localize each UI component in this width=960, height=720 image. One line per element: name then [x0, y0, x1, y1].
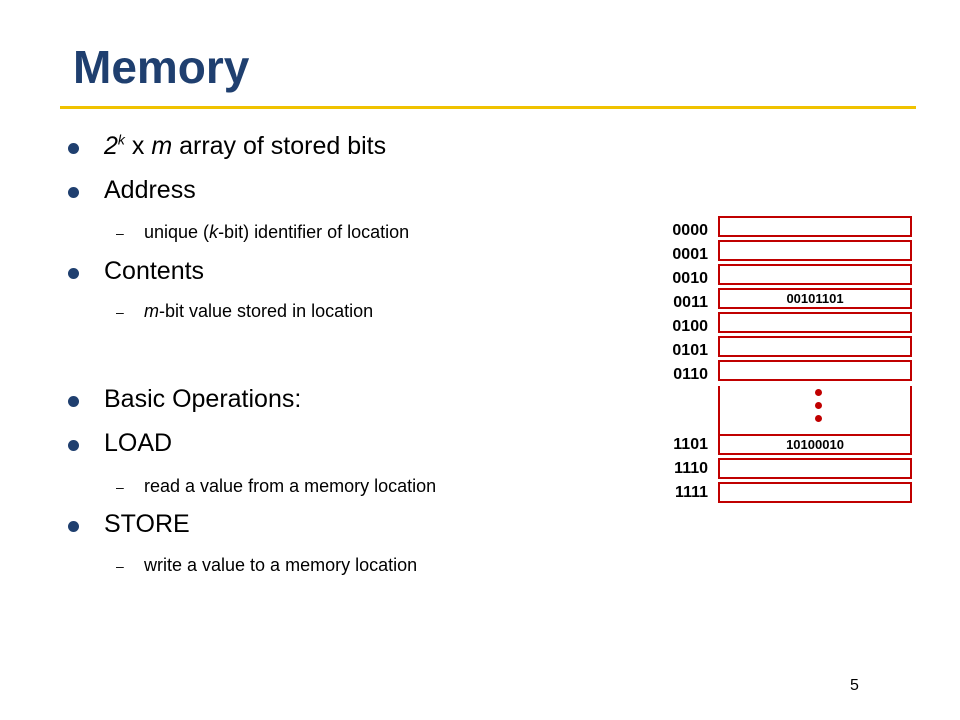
address-label: 0100 [672, 318, 708, 335]
memory-cell [718, 264, 912, 285]
ellipsis-dot [815, 402, 822, 409]
memory-cell [718, 336, 912, 357]
address-label: 0011 [673, 294, 708, 311]
page-number: 5 [850, 677, 859, 694]
memory-cell [718, 458, 912, 479]
sub-bullet-store-text: write a value to a memory location [144, 555, 418, 575]
memory-gap [718, 386, 912, 434]
bullet-dot-icon [68, 521, 79, 532]
slide-title: Memory [73, 41, 250, 93]
address-label: 0000 [672, 222, 708, 239]
memory-cell [718, 216, 912, 237]
bullet-basic-ops-label: Basic Operations: [104, 385, 302, 413]
dash-icon: – [116, 225, 124, 241]
bullet-address-label: Address [104, 176, 196, 204]
bullet-dot-icon [68, 396, 79, 407]
bullet-dot-icon [68, 440, 79, 451]
dash-icon: – [116, 479, 124, 495]
address-label: 0110 [673, 366, 708, 383]
address-label: 1101 [673, 436, 708, 453]
ellipsis-dot [815, 389, 822, 396]
memory-cell [718, 312, 912, 333]
address-label: 0001 [672, 246, 708, 263]
array-m: m [151, 132, 173, 160]
contents-sub-m: m [144, 301, 159, 321]
bullet-contents-label: Contents [104, 257, 205, 285]
address-label: 1111 [675, 484, 708, 501]
sub-bullet-address-text: unique (k-bit) identifier of location [144, 223, 409, 241]
dash-icon: – [116, 558, 124, 574]
address-label: 0101 [672, 342, 708, 359]
bullet-array-text: 2k x m array of stored bits [104, 131, 387, 160]
title-underline [60, 106, 916, 109]
address-sub-pre: unique ( [144, 222, 210, 242]
sub-bullet-load-text: read a value from a memory location [144, 476, 437, 496]
array-times: x [124, 132, 152, 160]
contents-sub-post: -bit value stored in location [159, 301, 374, 321]
bullet-dot-icon [68, 187, 79, 198]
address-label: 0010 [672, 270, 708, 287]
address-sub-k: k [209, 222, 219, 242]
bullet-dot-icon [68, 268, 79, 279]
address-sub-post: -bit) identifier of location [218, 222, 410, 242]
array-exponent: k [117, 131, 125, 148]
sub-bullet-contents-text: m-bit value stored in location [144, 302, 373, 320]
memory-cell [718, 482, 912, 503]
dash-icon: – [116, 304, 124, 320]
bullet-dot-icon [68, 143, 79, 154]
bullet-load-label: LOAD [104, 429, 173, 457]
memory-cell: 00101101 [718, 288, 912, 309]
bullet-store-label: STORE [104, 510, 190, 538]
array-base: 2 [104, 132, 118, 160]
array-rest: array of stored bits [172, 132, 387, 160]
memory-cell [718, 240, 912, 261]
memory-cell: 10100010 [718, 434, 912, 455]
ellipsis-dot [815, 415, 822, 422]
memory-cell [718, 360, 912, 381]
address-label: 1110 [674, 460, 708, 477]
